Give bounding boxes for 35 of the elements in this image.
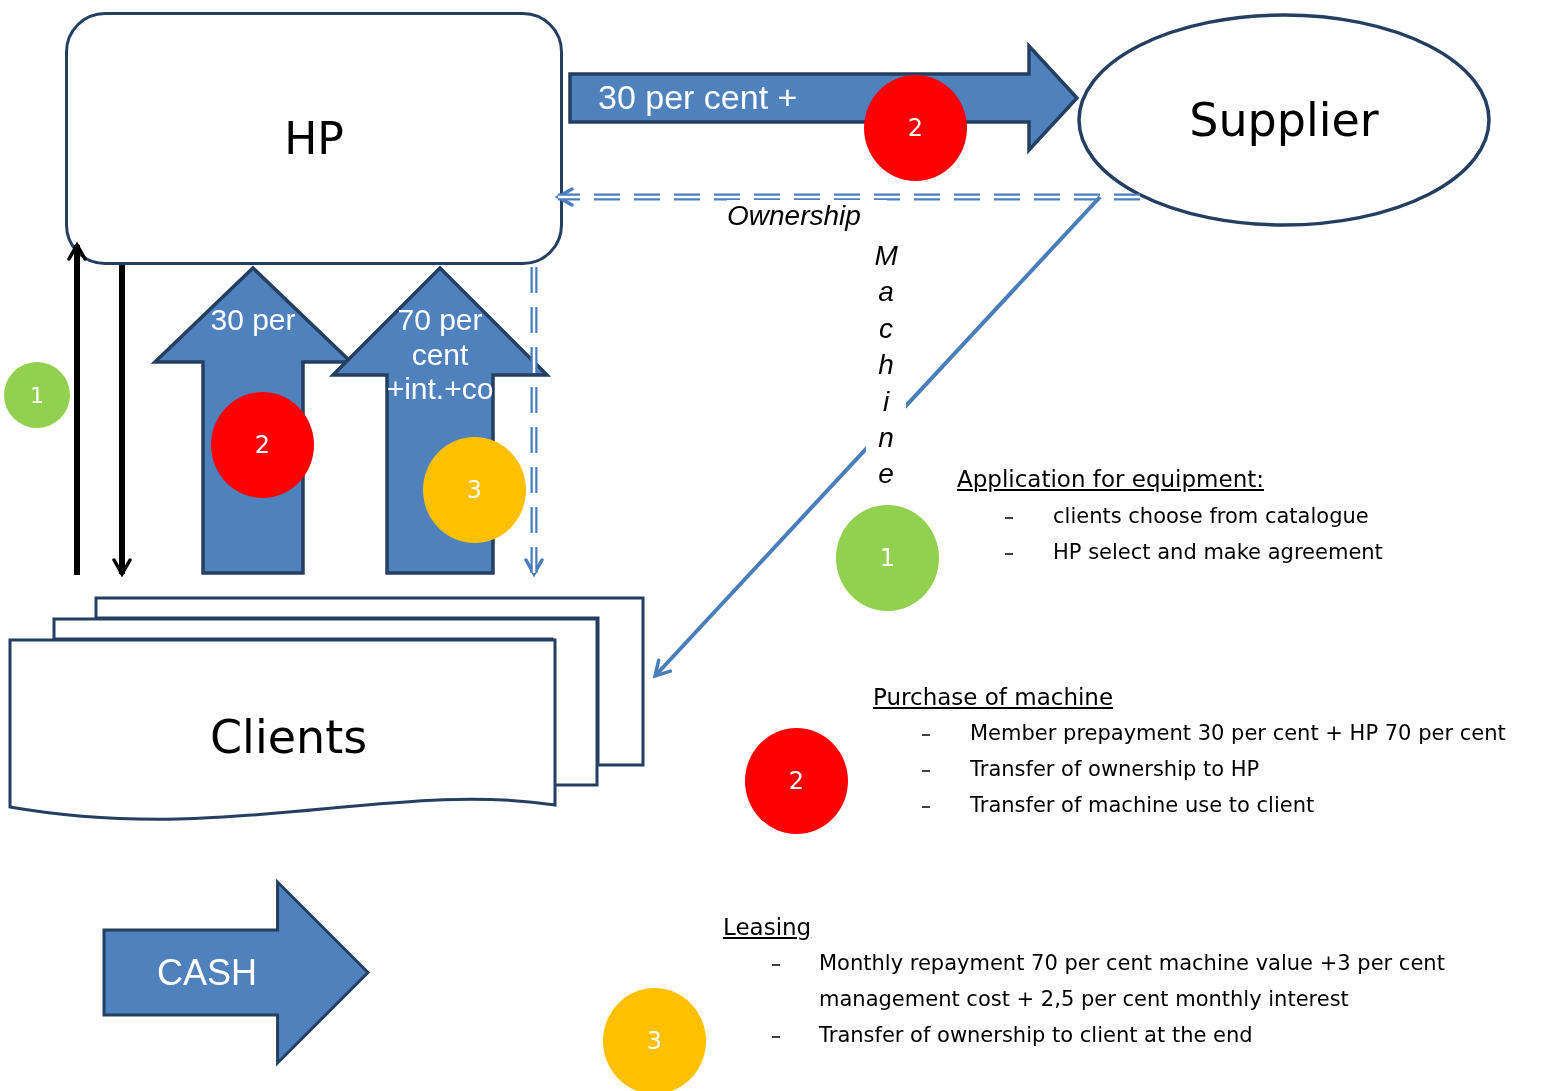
arrow bbox=[112, 265, 132, 576]
node-label: 2 bbox=[907, 114, 924, 142]
node-label: 2 bbox=[254, 431, 271, 459]
list-item: Monthly repayment 70 per cent machine value +3 per cent management cost + 2,5 per cent monthly interest bbox=[819, 950, 1446, 1013]
block-arrow bbox=[102, 880, 372, 1065]
arrow bbox=[653, 195, 1102, 678]
edge-label: 30 per bbox=[209, 303, 297, 338]
list-item: Transfer of ownership to HP bbox=[970, 756, 1260, 783]
list-item: Transfer of ownership to client at the end bbox=[819, 1022, 1253, 1049]
dashed-arrow bbox=[556, 187, 1140, 207]
edge-label: Ownership bbox=[727, 200, 887, 233]
edge-label: 70 per cent +int.+co bbox=[385, 303, 495, 407]
node-label: Clients bbox=[210, 710, 368, 764]
node-label: CASH bbox=[157, 951, 257, 994]
node-label: HP bbox=[284, 113, 344, 164]
section-heading: Application for equipment: bbox=[957, 465, 1264, 494]
dashed-arrow bbox=[524, 267, 544, 576]
section-heading: Purchase of machine bbox=[873, 683, 1114, 712]
edge-label: 30 per cent + bbox=[598, 78, 799, 118]
block-arrow bbox=[568, 41, 1080, 155]
ellipse-node bbox=[1077, 13, 1491, 227]
list-item: Member prepayment 30 per cent + HP 70 per cent bbox=[970, 720, 1506, 747]
node-label: 3 bbox=[646, 1027, 663, 1055]
list-item: HP select and make agreement bbox=[1053, 539, 1383, 566]
node-label: Supplier bbox=[1189, 93, 1379, 147]
block-arrow bbox=[328, 265, 552, 575]
process-box bbox=[65, 12, 563, 265]
node-label: 3 bbox=[466, 476, 483, 504]
node-label: 1 bbox=[879, 544, 896, 572]
section-heading: Leasing bbox=[723, 913, 812, 942]
node-label: 1 bbox=[30, 382, 44, 408]
list-item: Transfer of machine use to client bbox=[970, 792, 1315, 819]
list-item: clients choose from catalogue bbox=[1053, 503, 1369, 530]
arrow bbox=[67, 243, 87, 575]
node-label: 2 bbox=[788, 767, 805, 795]
